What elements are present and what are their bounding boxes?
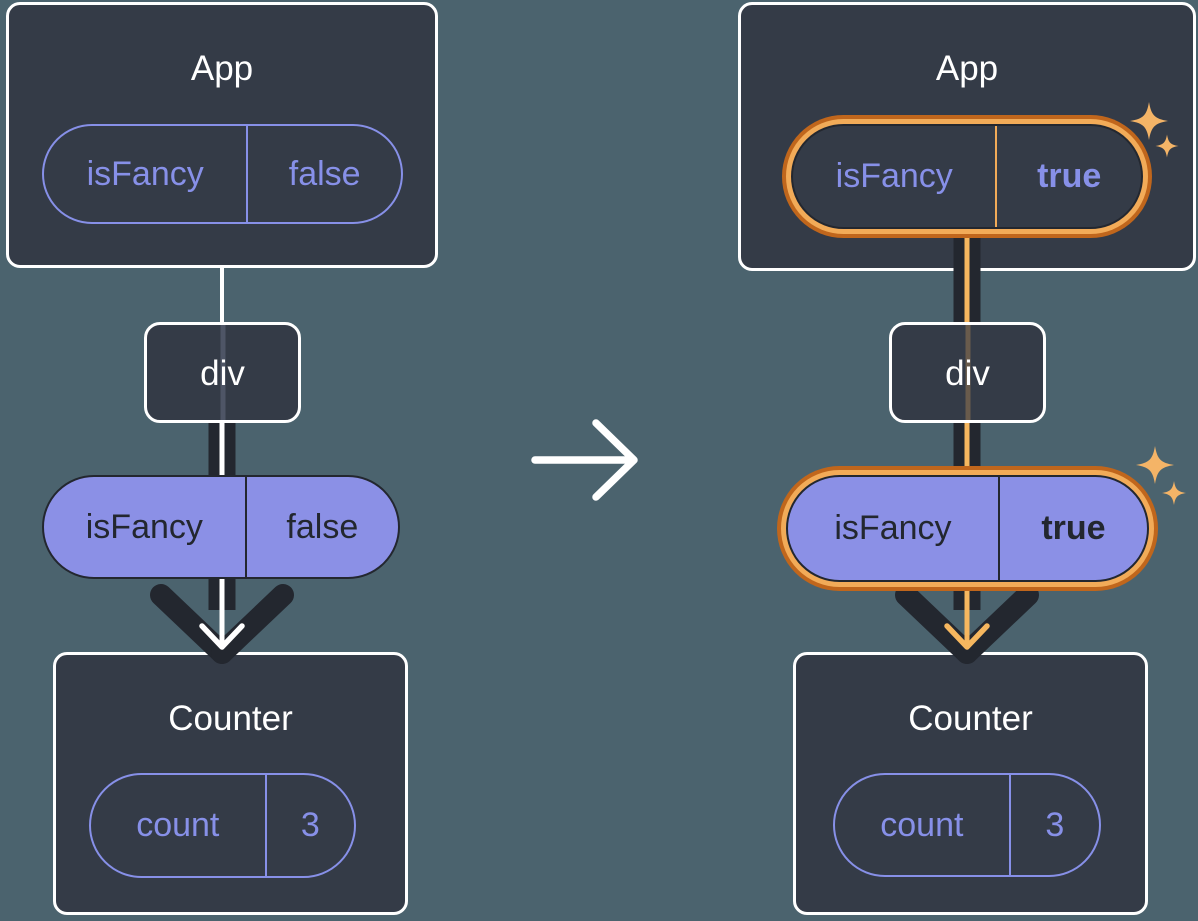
app-state-pill-left: isFancy false bbox=[42, 124, 403, 224]
counter-title: Counter bbox=[168, 699, 293, 738]
app-title: App bbox=[935, 49, 999, 88]
arrowhead-outer bbox=[956, 584, 1039, 664]
counter-title: Counter bbox=[908, 699, 1033, 738]
counter-state-pill-left: count 3 bbox=[89, 773, 356, 878]
pill-value: false bbox=[244, 477, 398, 577]
fancy-highlight-ring: isFancy true bbox=[777, 466, 1158, 591]
pill-value: 3 bbox=[264, 775, 354, 876]
sparkle-icon bbox=[1162, 481, 1186, 505]
arrowhead-outer bbox=[150, 584, 233, 664]
div-label: div bbox=[945, 354, 990, 393]
div-node-box-left: div bbox=[144, 322, 301, 423]
pill-key: count bbox=[880, 805, 964, 844]
arrowhead-core bbox=[199, 623, 245, 650]
app-title: App bbox=[190, 49, 254, 88]
div-node-box-right: div bbox=[889, 322, 1046, 423]
arrowhead-outer bbox=[211, 584, 294, 664]
app-state-pill-right: isFancy true bbox=[791, 124, 1143, 229]
pass-through-stripe bbox=[965, 325, 970, 420]
pill-value: true bbox=[995, 126, 1141, 227]
transition-arrow-icon bbox=[531, 419, 638, 501]
arrowhead-outer bbox=[895, 584, 978, 664]
pill-value: true bbox=[997, 477, 1147, 580]
pill-key: isFancy bbox=[85, 507, 203, 546]
prop-pill-right: isFancy true bbox=[786, 475, 1149, 582]
fancy-highlight-ring: isFancy true bbox=[782, 115, 1152, 238]
pill-key: count bbox=[136, 806, 220, 844]
pill-key: isFancy bbox=[86, 154, 204, 193]
fancy-highlight-ring-inner: isFancy true bbox=[781, 470, 1154, 587]
pill-value: false bbox=[246, 126, 401, 222]
div-label: div bbox=[200, 354, 245, 393]
counter-state-pill-right: count 3 bbox=[833, 773, 1101, 877]
arrowhead-core bbox=[944, 623, 990, 650]
fancy-highlight-ring-inner: isFancy true bbox=[786, 119, 1148, 234]
prop-pill-left: isFancy false bbox=[42, 475, 400, 579]
pass-through-stripe bbox=[220, 325, 225, 420]
pill-key: isFancy bbox=[835, 157, 953, 195]
pill-key: isFancy bbox=[834, 509, 952, 547]
counter-box-right: Counter count 3 bbox=[793, 652, 1148, 915]
pill-value: 3 bbox=[1008, 775, 1099, 875]
counter-box-left: Counter count 3 bbox=[53, 652, 408, 915]
